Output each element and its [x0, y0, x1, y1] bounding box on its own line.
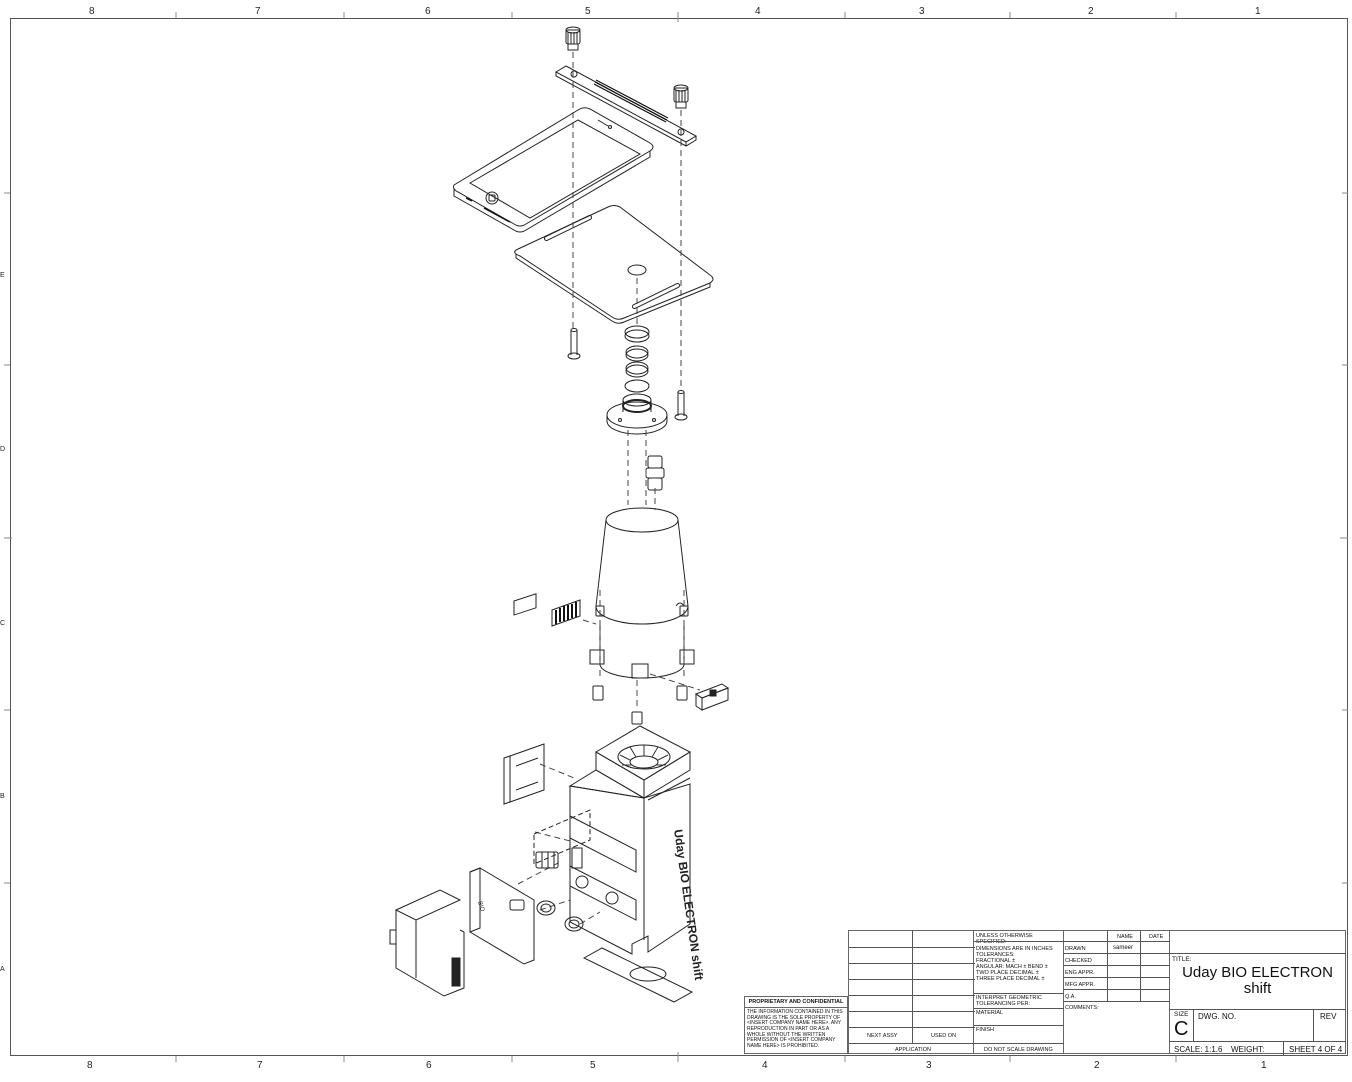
rev-label: REV	[1320, 1012, 1337, 1021]
date-header: DATE	[1149, 934, 1164, 940]
zone-label: 7	[255, 6, 261, 17]
zone-label: D	[0, 446, 6, 453]
zone-label: 6	[425, 6, 431, 17]
dwg-no-label: DWG. NO.	[1198, 1012, 1237, 1021]
drawing-title-line1: Uday BIO ELECTRON	[1182, 964, 1333, 981]
mount-outline	[533, 809, 591, 865]
proprietary-body: THE INFORMATION CONTAINED IN THIS DRAWIN…	[747, 1009, 843, 1049]
screw-left	[567, 328, 581, 360]
clamp-bar	[554, 65, 698, 147]
two-place-label: TWO PLACE DECIMAL ±	[976, 970, 1039, 976]
three-place-label: THREE PLACE DECIMAL ±	[976, 976, 1045, 982]
zone-label: 2	[1094, 1060, 1100, 1071]
drawing-border	[10, 18, 1348, 1056]
eng-appr-label: ENG APPR.	[1065, 970, 1095, 976]
size-label: SIZE	[1174, 1011, 1189, 1018]
battery-cover	[389, 889, 465, 997]
checked-label: CHECKED	[1065, 958, 1092, 964]
drawing-title-line2: shift	[1243, 980, 1272, 997]
interpret-label: INTERPRET GEOMETRIC TOLERANCING PER:	[976, 995, 1042, 1008]
scale-label: SCALE: 1:1.6	[1174, 1045, 1223, 1054]
next-assy-label: NEXT ASSY	[867, 1033, 898, 1039]
zone-label: 1	[1255, 6, 1261, 17]
zone-label: 1	[1261, 1060, 1267, 1071]
bottom-plate	[582, 947, 694, 1003]
terminal-connector	[535, 851, 559, 869]
side-clip	[551, 599, 581, 627]
round-knobs	[536, 900, 584, 932]
zone-label: 5	[585, 6, 591, 17]
title-label: TITLE:	[1172, 956, 1192, 963]
tolerances-label: TOLERANCES:	[976, 952, 1015, 958]
drawing-title: Uday BIO ELECTRON shift	[1169, 965, 1346, 997]
circuit-board	[503, 593, 545, 805]
angular-label: ANGULAR: MACH ± BEND ±	[976, 964, 1048, 970]
proprietary-box: PROPRIETARY AND CONFIDENTIAL THE INFORMA…	[744, 996, 848, 1054]
zone-label: E	[0, 272, 5, 279]
zone-label: 5	[590, 1060, 596, 1071]
zone-label: 4	[762, 1060, 768, 1071]
zone-label: 3	[919, 6, 925, 17]
connector-part	[645, 455, 665, 491]
zone-label: 8	[89, 6, 95, 17]
fractional-label: FRACTIONAL ±	[976, 958, 1016, 964]
drawn-by-value: sameer	[1113, 945, 1134, 951]
lens-rings	[624, 325, 650, 393]
zone-ticks	[4, 12, 1348, 1062]
dimensions-label: DIMENSIONS ARE IN INCHES	[976, 946, 1053, 952]
zone-label: 8	[87, 1060, 93, 1071]
zone-label: 4	[755, 6, 761, 17]
proprietary-heading: PROPRIETARY AND CONFIDENTIAL	[745, 997, 847, 1009]
comments-label: COMMENTS:	[1065, 1005, 1099, 1011]
cone-housing	[589, 507, 695, 679]
weight-label: WEIGHT:	[1231, 1045, 1265, 1054]
zone-label: 2	[1088, 6, 1094, 17]
battery-pack	[469, 867, 535, 965]
name-header: NAME	[1117, 934, 1133, 940]
battery-label: BIO	[476, 901, 485, 913]
sheet-label: SHEET 4 OF 4	[1289, 1045, 1343, 1054]
finish-label: FINISH	[976, 1027, 995, 1033]
zone-label: 6	[426, 1060, 432, 1071]
mfg-appr-label: MFG APPR.	[1065, 982, 1095, 988]
zone-label: A	[0, 966, 5, 973]
mount-plate	[514, 205, 714, 324]
base-housing	[568, 725, 692, 955]
material-label: MATERIAL	[976, 1010, 1004, 1016]
knob-left	[565, 26, 581, 51]
size-value: C	[1174, 1018, 1189, 1040]
unless-label: UNLESS OTHERWISE SPECIFIED:	[976, 933, 1033, 946]
qa-label: Q.A.	[1065, 994, 1077, 1000]
used-on-label: USED ON	[931, 1033, 957, 1039]
hex-nuts	[592, 605, 689, 725]
zone-label: B	[0, 793, 5, 800]
flange-mount	[606, 393, 668, 435]
switch-module	[694, 683, 730, 711]
zone-label: C	[0, 620, 6, 627]
title-area: TITLE: Uday BIO ELECTRON shift SIZE C DW…	[1169, 930, 1346, 1055]
tolerance-block: UNLESS OTHERWISE SPECIFIED: DIMENSIONS A…	[974, 930, 1064, 1054]
screw-right	[674, 390, 688, 421]
approvals-block: NAME DATE DRAWN sameer CHECKED ENG APPR.…	[1063, 930, 1170, 1054]
do-not-scale-label: DO NOT SCALE DRAWING	[984, 1047, 1053, 1053]
side-brand-label: Uday BIO ELECTRON shift	[671, 828, 706, 980]
zone-label: 3	[926, 1060, 932, 1071]
zone-label: 7	[257, 1060, 263, 1071]
smartphone	[453, 107, 654, 233]
application-label: APPLICATION	[895, 1047, 931, 1053]
drawn-label: DRAWN	[1065, 946, 1086, 952]
revision-grid: NEXT ASSY USED ON APPLICATION	[848, 930, 975, 1054]
knob-right	[673, 84, 689, 109]
